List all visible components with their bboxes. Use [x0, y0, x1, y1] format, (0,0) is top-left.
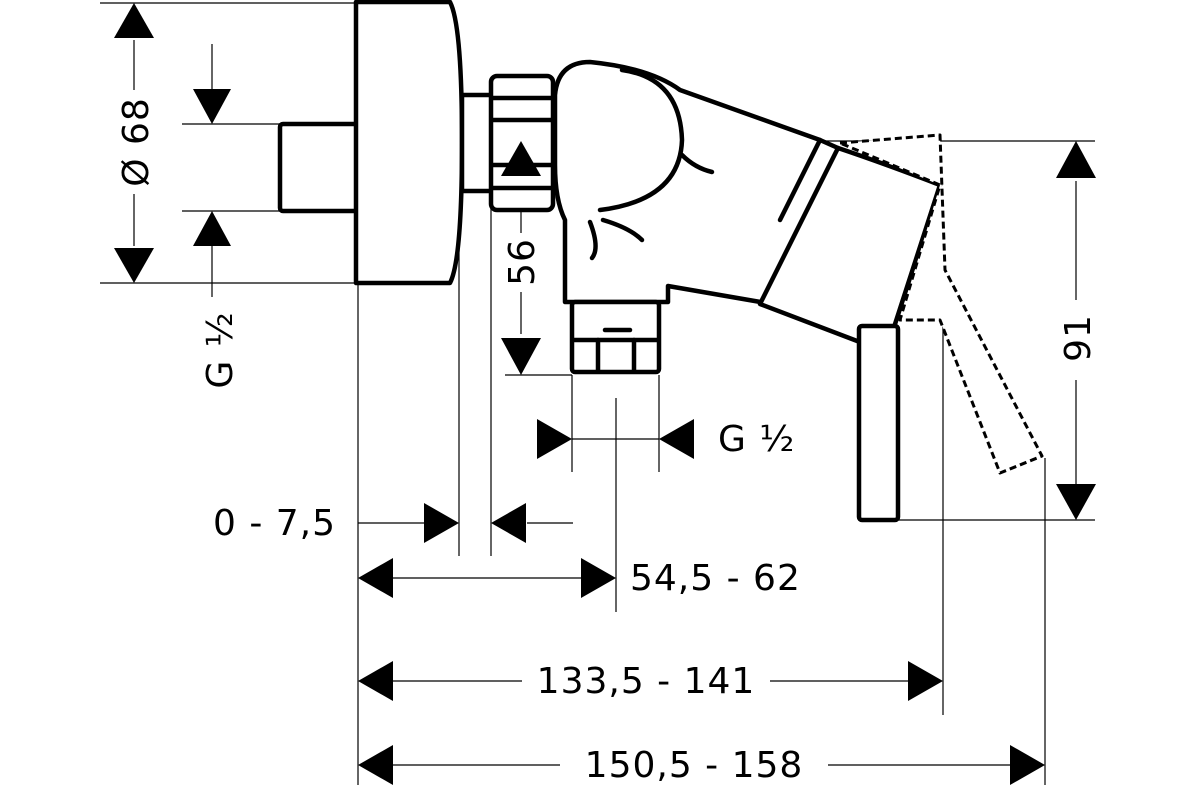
dimension-lines	[100, 2, 1095, 785]
label-height-56: 56	[502, 238, 543, 286]
wall-flange	[353, 0, 465, 286]
label-height-91: 91	[1058, 314, 1099, 362]
mixer-body	[552, 59, 841, 308]
label-inlet-thread: G ½	[200, 311, 241, 388]
lever-open-position	[838, 133, 1044, 475]
handle-housing	[757, 145, 943, 355]
connector-sleeve	[459, 92, 496, 194]
outlet-thread	[569, 299, 662, 375]
mixer-outline	[277, 0, 1044, 523]
inlet-thread-pipe	[277, 121, 365, 214]
dimension-arrows	[114, 3, 1096, 785]
label-outlet-distance: 54,5 - 62	[630, 558, 801, 599]
dimension-labels: Ø 68 G ½ 56 91 G ½ 0 - 7,5 54,5 - 62 133…	[116, 97, 1099, 786]
label-lever-distance: 133,5 - 141	[537, 661, 756, 702]
label-outlet-thread: G ½	[718, 419, 795, 460]
label-offset: 0 - 7,5	[213, 503, 336, 544]
label-total-depth: 150,5 - 158	[585, 745, 804, 786]
lever-closed	[856, 323, 901, 523]
label-diameter: Ø 68	[116, 97, 157, 187]
